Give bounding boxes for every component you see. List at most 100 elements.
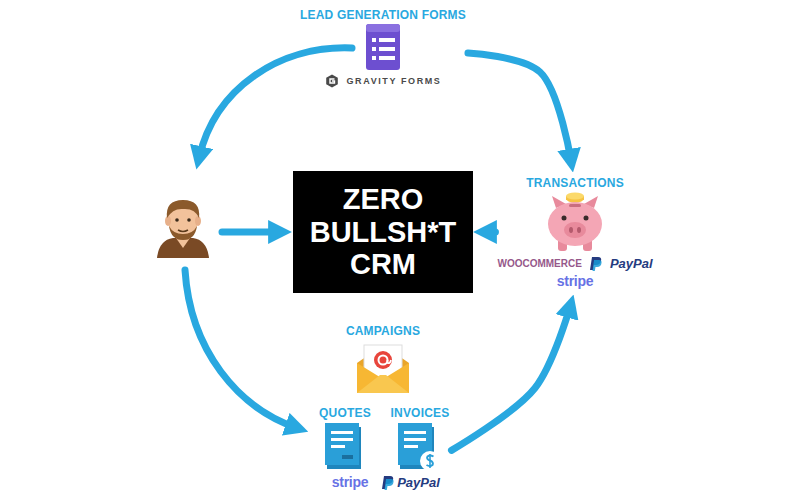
flow-arrow <box>451 306 570 450</box>
gf-icon <box>325 74 339 88</box>
transactions-group: TRANSACTIONS WOOCOMMERCE PayPal stripe <box>495 172 654 295</box>
quote-icon-part <box>342 455 353 459</box>
form-icon-part <box>359 23 407 73</box>
pig-icon-part <box>569 204 581 207</box>
form-icon-part <box>372 47 376 51</box>
node-text: WOOCOMMERCE <box>497 258 581 269</box>
person-icon-part <box>167 200 199 218</box>
quote-icon-part <box>325 423 365 471</box>
pig-icon-part <box>564 222 586 238</box>
flow-arrow <box>468 53 571 161</box>
pig-icon-part <box>566 193 584 203</box>
form-icon-part <box>372 38 395 60</box>
node-row: TRANSACTIONS <box>526 176 624 190</box>
quote-icon-part <box>331 431 353 434</box>
invoice-icon-part <box>420 451 440 471</box>
env-icon <box>354 341 412 395</box>
payment-logo: PayPal <box>382 475 440 490</box>
invoice-icon-part <box>404 431 426 448</box>
cycle-arrow <box>199 48 352 158</box>
pig-icon-part <box>561 216 566 221</box>
flow-arrow <box>485 229 495 236</box>
pig-icon-part <box>569 227 573 233</box>
node-text: LEAD GENERATION FORMS <box>300 8 466 22</box>
form-source: LEAD GENERATION FORMS GRAVITY FORMS <box>298 4 468 93</box>
node-text: TRANSACTIONS <box>526 176 624 190</box>
person-icon <box>157 200 209 258</box>
pig-icon-part <box>577 227 581 233</box>
pp-icon-part <box>382 476 394 490</box>
quote-icon-part <box>331 431 353 448</box>
env-icon-part <box>354 341 412 395</box>
node-text: ZERO BULLSH*T CRM <box>303 183 463 280</box>
node-row <box>354 341 412 395</box>
person-icon-part <box>178 230 188 232</box>
pig-icon-part <box>548 202 602 246</box>
node-text: PayPal <box>610 256 653 271</box>
node-row: LEAD GENERATION FORMS <box>300 8 466 22</box>
form-icon-part <box>372 56 376 60</box>
pp-icon-part <box>590 257 602 271</box>
node-row: WOOCOMMERCE PayPal <box>497 256 652 271</box>
pig-icon-part <box>542 192 608 254</box>
node-row: CAMPAIGNS <box>346 324 420 338</box>
node-text: INVOICES <box>391 406 450 420</box>
pp-icon-part <box>385 479 394 490</box>
node-row: ZERO BULLSH*T CRM <box>303 183 463 280</box>
pp-icon-part <box>382 476 393 489</box>
env-icon-part <box>374 351 392 369</box>
node-row <box>542 192 608 254</box>
gf-icon-part <box>326 75 338 88</box>
invoice-icon <box>398 423 442 473</box>
env-icon-part <box>357 375 409 393</box>
quote-icon-part <box>331 438 353 441</box>
form-icon-part <box>366 24 400 70</box>
invoice-icon-part <box>404 438 426 441</box>
campaigns-group: CAMPAIGNS <box>344 320 422 402</box>
crm-box: ZERO BULLSH*T CRM <box>293 171 473 292</box>
form-icon-part <box>379 47 395 51</box>
node-row <box>359 23 407 73</box>
person-icon-part <box>187 218 191 222</box>
form-icon-part <box>379 38 395 42</box>
invoices-group: INVOICES <box>389 402 452 480</box>
person-icon-part <box>157 238 209 258</box>
node-text: GRAVITY FORMS <box>347 76 442 86</box>
node-row: GRAVITY FORMS <box>325 74 442 88</box>
form-icon-part <box>366 24 400 32</box>
pp-icon <box>590 257 602 271</box>
env-icon-part <box>357 363 409 393</box>
quotes-group: QUOTES <box>317 402 373 478</box>
form-icon <box>359 23 407 73</box>
node-text: stripe <box>557 273 593 289</box>
logo-text: stripe <box>332 474 368 490</box>
form-icon-part <box>379 56 395 60</box>
payment-logo: stripe <box>332 474 368 490</box>
invoice-icon-part <box>404 445 418 448</box>
invoice-icon-part <box>398 423 442 473</box>
pig-icon-part <box>566 193 584 200</box>
gf-icon-part <box>325 74 339 88</box>
person-icon-part <box>195 216 201 226</box>
gf-icon-part <box>330 79 335 83</box>
pp-icon <box>382 476 394 490</box>
pp-icon-part <box>590 257 601 270</box>
pp-icon-part <box>592 260 601 271</box>
env-icon-part <box>357 345 409 393</box>
node-row <box>398 423 442 473</box>
node-row: INVOICES <box>391 406 450 420</box>
node-row: stripe <box>557 273 593 289</box>
person-icon-part <box>169 226 197 240</box>
env-icon-part <box>388 360 392 363</box>
logo-text: PayPal <box>397 475 440 490</box>
pig-icon-part <box>583 216 588 221</box>
env-icon-part <box>379 356 388 365</box>
person-icon-part <box>175 218 179 222</box>
cycle-arrow <box>222 229 280 236</box>
quote-icon <box>325 423 365 471</box>
quote-icon-part <box>331 445 345 448</box>
cycle-arrow <box>185 270 297 428</box>
node-text: QUOTES <box>319 406 371 420</box>
person-icon-part <box>165 216 171 226</box>
